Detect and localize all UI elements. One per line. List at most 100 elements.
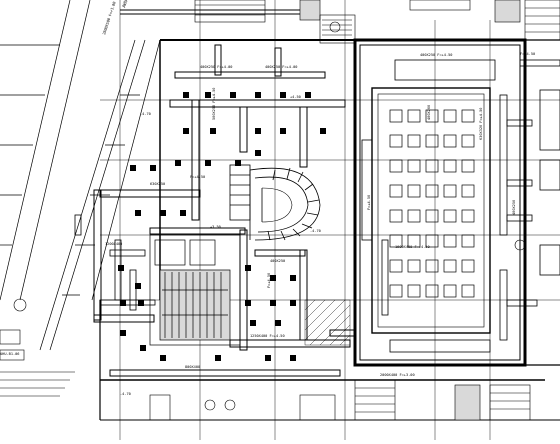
hall-c-label: 400X200	[427, 105, 431, 120]
seat-block	[389, 109, 403, 123]
seat-block	[461, 234, 475, 248]
seat-block	[389, 134, 403, 148]
elevation-a-label: -4.70	[140, 112, 151, 116]
diffuser	[280, 128, 286, 134]
seat-block	[389, 259, 403, 273]
bottom-a-label: 1250X400 F=+4.50	[250, 334, 285, 338]
duct-e-label: 400X250	[270, 259, 285, 263]
seat-block	[461, 259, 475, 273]
seat-block	[443, 234, 457, 248]
diffuser	[160, 355, 166, 361]
hall-a-label: 400X250 F=+4.50	[420, 53, 452, 57]
diffuser	[275, 320, 281, 326]
diffuser	[290, 355, 296, 361]
diffuser	[150, 165, 156, 171]
bottom-c-label: 2000X400 F=+3.00	[380, 373, 415, 377]
duct-b-label: 400X250 F=+4.00	[265, 65, 297, 69]
bottom-d-label: F=+4.50	[267, 273, 271, 288]
seat-block	[425, 184, 439, 198]
duct-d-label: 630X250	[150, 182, 165, 186]
left-a-label: AHU-B1-06	[0, 352, 19, 356]
seat-block	[443, 109, 457, 123]
seat-block	[443, 134, 457, 148]
seat-block	[407, 209, 421, 223]
seat-block	[389, 234, 403, 248]
seat-block	[407, 109, 421, 123]
diffuser	[245, 300, 251, 306]
seat-block	[407, 284, 421, 298]
seat-block	[407, 234, 421, 248]
diffuser	[205, 92, 211, 98]
elevation-e-label: -4.70	[120, 392, 131, 396]
hatched-service-zone	[304, 299, 351, 346]
top-stair-core	[194, 0, 521, 44]
auditorium-seating-grid	[389, 109, 475, 298]
diffuser	[245, 265, 251, 271]
hall-d-label: 630X320 F=+4.50	[479, 108, 483, 140]
diffuser	[280, 92, 286, 98]
seat-block	[461, 284, 475, 298]
seat-block	[425, 134, 439, 148]
seat-block	[389, 284, 403, 298]
seat-block	[461, 109, 475, 123]
diffuser	[235, 160, 241, 166]
diffuser	[290, 300, 296, 306]
seat-block	[443, 184, 457, 198]
elevation-c-label: -4.70	[310, 229, 321, 233]
seat-block	[425, 284, 439, 298]
duct-annotations: AHU-B1-05 2800X500 F=+3.00 400X250 F=+4.…	[0, 0, 535, 396]
duct-f-label: F=+4.50	[190, 175, 205, 179]
diffuser	[183, 128, 189, 134]
diffuser	[230, 92, 236, 98]
diffuser	[255, 92, 261, 98]
elevation-d-label: +3.50	[210, 225, 221, 229]
diffuser	[160, 210, 166, 216]
seat-block	[425, 234, 439, 248]
diffuser	[138, 300, 144, 306]
bottom-b-label: 800X400	[185, 365, 200, 369]
left-b-label: 1200X400	[105, 242, 122, 246]
seat-block	[389, 184, 403, 198]
diffuser	[305, 92, 311, 98]
hall-f-label: 1600X400 F=+4.50	[395, 245, 430, 249]
hall-b-label: F=+4.50	[520, 52, 535, 56]
seat-block	[461, 209, 475, 223]
seat-block	[389, 159, 403, 173]
seat-block	[425, 159, 439, 173]
seat-block	[443, 209, 457, 223]
main-supply-ducts	[93, 9, 356, 377]
diffuser	[270, 300, 276, 306]
diffuser	[120, 300, 126, 306]
hall-e-label: F=+4.50	[367, 195, 371, 210]
hall-duct-ring	[371, 59, 496, 353]
seat-block	[461, 159, 475, 173]
diffuser	[183, 92, 189, 98]
seat-block	[461, 184, 475, 198]
bottom-stairs	[149, 379, 531, 421]
diffuser	[255, 150, 261, 156]
diffuser	[320, 128, 326, 134]
diffuser	[130, 165, 136, 171]
diffuser	[250, 320, 256, 326]
ahu-top-label: AHU-B1-05	[121, 0, 134, 9]
diffuser	[175, 160, 181, 166]
diffuser	[205, 160, 211, 166]
hall-side-ducts	[361, 59, 560, 341]
top-right-stair	[524, 0, 560, 41]
seat-block	[443, 259, 457, 273]
seat-block	[461, 134, 475, 148]
elliptical-stair	[229, 164, 321, 241]
diffuser	[265, 355, 271, 361]
diffuser	[290, 275, 296, 281]
diffuser	[180, 210, 186, 216]
diffuser	[210, 128, 216, 134]
seat-block	[407, 134, 421, 148]
diffuser	[140, 345, 146, 351]
supply-top-label: 2800X500 F=+3.00	[102, 1, 117, 35]
seat-block	[443, 159, 457, 173]
diffuser	[118, 265, 124, 271]
seat-block	[425, 109, 439, 123]
seat-block	[407, 259, 421, 273]
